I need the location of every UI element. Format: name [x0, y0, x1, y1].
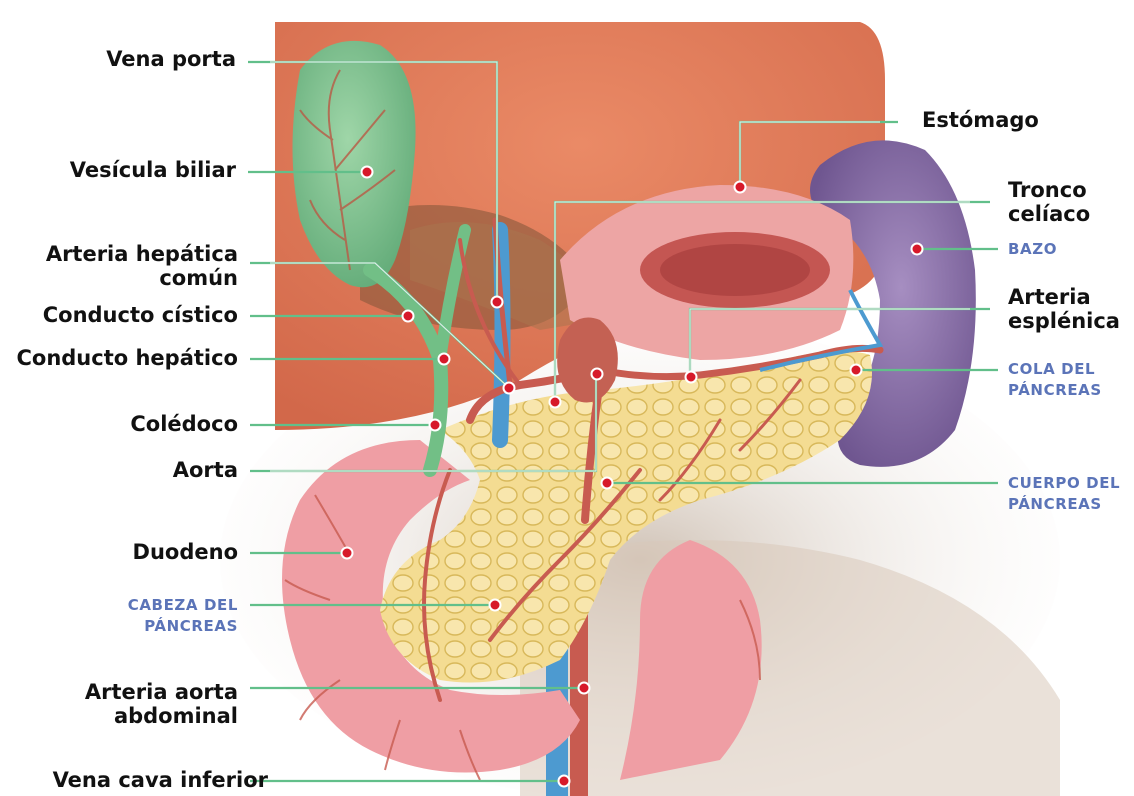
- label-tronco-celiaco: Tronco celíaco: [1008, 178, 1090, 226]
- label-arteria-esplenica: Arteria esplénica: [1008, 285, 1120, 333]
- label-conducto-hepatico: Conducto hepático: [16, 346, 238, 370]
- label-arteria-aorta-abdominal: Arteria aorta abdominal: [85, 680, 238, 728]
- label-arteria-hepatica-line1: Arteria hepática: [46, 242, 238, 266]
- label-cabeza-line1: CABEZA DEL: [128, 595, 238, 616]
- dot-vesicula-biliar: [362, 167, 373, 178]
- dot-vena-porta: [492, 297, 503, 308]
- dot-cabeza-pancreas: [490, 600, 501, 611]
- label-arteria-hepatica-comun: Arteria hepática común: [46, 242, 238, 290]
- dot-conducto-hepatico: [439, 354, 450, 365]
- dot-arteria-aorta-abdominal: [579, 683, 590, 694]
- dot-tronco-celiaco: [550, 397, 561, 408]
- dot-conducto-cistico: [403, 311, 414, 322]
- dot-aorta: [592, 369, 603, 380]
- dot-duodeno: [342, 548, 353, 559]
- label-aorta-abdominal-line2: abdominal: [85, 704, 238, 728]
- label-cola-line1: COLA DEL: [1008, 359, 1102, 380]
- dot-cola-pancreas: [851, 365, 862, 376]
- label-arteria-esplenica-line2: esplénica: [1008, 309, 1120, 333]
- dot-arteria-esplenica: [686, 372, 697, 383]
- label-aorta-abdominal-line1: Arteria aorta: [85, 680, 238, 704]
- label-arteria-esplenica-line1: Arteria: [1008, 285, 1120, 309]
- label-cola-line2: PÁNCREAS: [1008, 380, 1102, 401]
- label-tronco-line2: celíaco: [1008, 202, 1090, 226]
- label-arteria-hepatica-line2: común: [46, 266, 238, 290]
- celiac-trunk: [557, 318, 618, 403]
- label-tronco-line1: Tronco: [1008, 178, 1090, 202]
- label-vena-porta: Vena porta: [106, 47, 236, 71]
- dot-bazo: [912, 244, 923, 255]
- label-estomago: Estómago: [922, 108, 1039, 132]
- label-cabeza-line2: PÁNCREAS: [128, 616, 238, 637]
- label-cuerpo-line2: PÁNCREAS: [1008, 494, 1120, 515]
- label-cuerpo-line1: CUERPO DEL: [1008, 473, 1120, 494]
- label-coledoco: Colédoco: [130, 412, 238, 436]
- dot-arteria-hepatica: [504, 383, 515, 394]
- label-cuerpo-pancreas: CUERPO DEL PÁNCREAS: [1008, 473, 1120, 515]
- dot-estomago: [735, 182, 746, 193]
- label-cola-pancreas: COLA DEL PÁNCREAS: [1008, 359, 1102, 401]
- dot-cuerpo-pancreas: [602, 478, 613, 489]
- label-vesicula-biliar: Vesícula biliar: [70, 158, 236, 182]
- label-duodeno: Duodeno: [133, 540, 238, 564]
- label-conducto-cistico: Conducto cístico: [43, 303, 238, 327]
- dot-vena-cava-inferior: [559, 776, 570, 787]
- label-bazo: BAZO: [1008, 239, 1057, 260]
- dot-coledoco: [430, 420, 441, 431]
- label-aorta: Aorta: [173, 458, 238, 482]
- label-cabeza-pancreas: CABEZA DEL PÁNCREAS: [128, 595, 238, 637]
- label-vena-cava-inferior: Vena cava inferior: [53, 768, 268, 792]
